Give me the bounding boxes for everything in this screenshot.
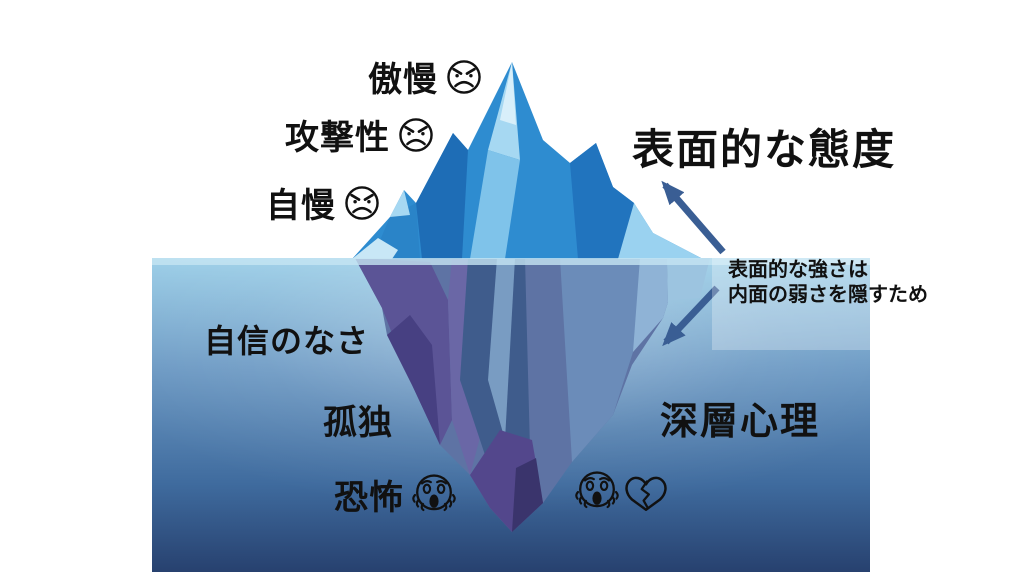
- annotation-box: [712, 256, 870, 350]
- label-aggression-text: 攻撃性: [285, 119, 390, 157]
- annotation: 表面的な強さは 内面の弱さを隠すため: [728, 258, 928, 308]
- iceberg-underwater: [355, 258, 710, 532]
- arrow-up-icon: [661, 180, 726, 255]
- annotation-line1: 表面的な強さは: [728, 259, 868, 281]
- scream-face-icon: [574, 468, 620, 516]
- label-boastfulness: 自慢: [266, 178, 381, 227]
- label-insecurity-text: 自信のなさ: [204, 323, 370, 359]
- waterline: [152, 258, 870, 265]
- angry-face-icon: [445, 58, 483, 96]
- scream-face-icon: [411, 471, 457, 519]
- label-fear-text: 恐怖: [334, 479, 404, 517]
- deep-psychology-text: 深層心理: [660, 401, 821, 443]
- deep-psychology-heading: 深層心理: [660, 390, 820, 445]
- arrow-down-icon: [662, 285, 720, 347]
- emoji-row: [574, 468, 669, 516]
- surface-attitude-heading: 表面的な態度: [632, 116, 896, 177]
- surface-attitude-text: 表面的な態度: [632, 126, 897, 173]
- label-boastfulness-text: 自慢: [266, 187, 336, 225]
- label-loneliness: 孤独: [323, 395, 393, 444]
- label-loneliness-text: 孤独: [323, 404, 393, 442]
- angry-face-icon: [343, 184, 381, 222]
- label-arrogance-text: 傲慢: [368, 61, 438, 99]
- annotation-line2: 内面の弱さを隠すため: [728, 284, 928, 306]
- arrows: [661, 180, 726, 347]
- label-aggression: 攻撃性: [285, 110, 435, 159]
- label-arrogance: 傲慢: [368, 52, 483, 101]
- label-fear: 恐怖: [334, 470, 457, 519]
- angry-face-icon: [397, 116, 435, 154]
- broken-heart-icon: [623, 470, 669, 514]
- iceberg-above-water: [352, 62, 703, 259]
- label-insecurity: 自信のなさ: [204, 316, 369, 362]
